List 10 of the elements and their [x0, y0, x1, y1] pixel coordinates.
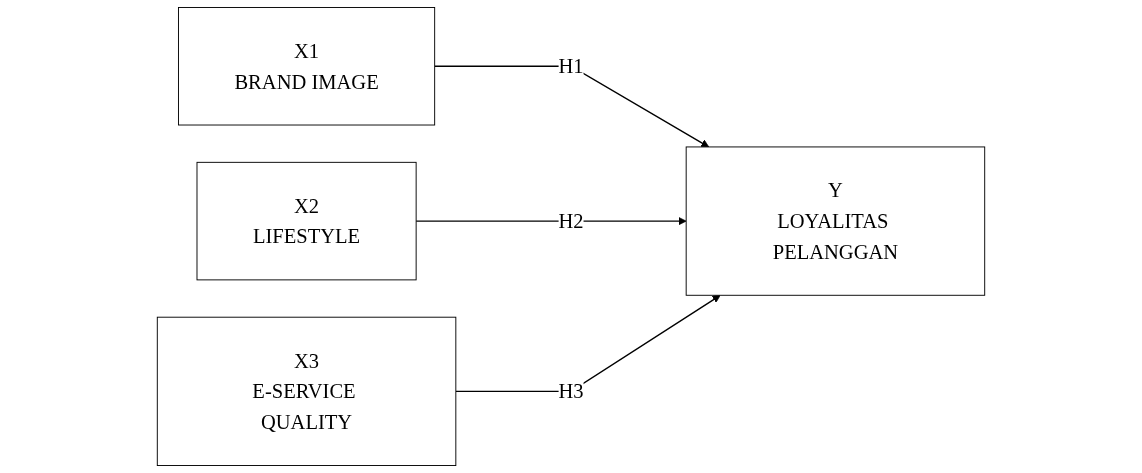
- edge-label: H2: [558, 209, 584, 233]
- edge-label: H1: [558, 54, 584, 78]
- node-box: X3 E-SERVICE QUALITY: [156, 316, 457, 466]
- edge-label: H3: [558, 379, 584, 404]
- node-box: X2 LIFESTYLE: [196, 161, 417, 281]
- arrow: [415, 217, 687, 226]
- arrow: [455, 294, 721, 393]
- node-box: Y LOYALITAS PELANGGAN: [685, 146, 986, 296]
- node-box: X1 BRAND IMAGE: [178, 7, 436, 126]
- arrow: [433, 65, 710, 148]
